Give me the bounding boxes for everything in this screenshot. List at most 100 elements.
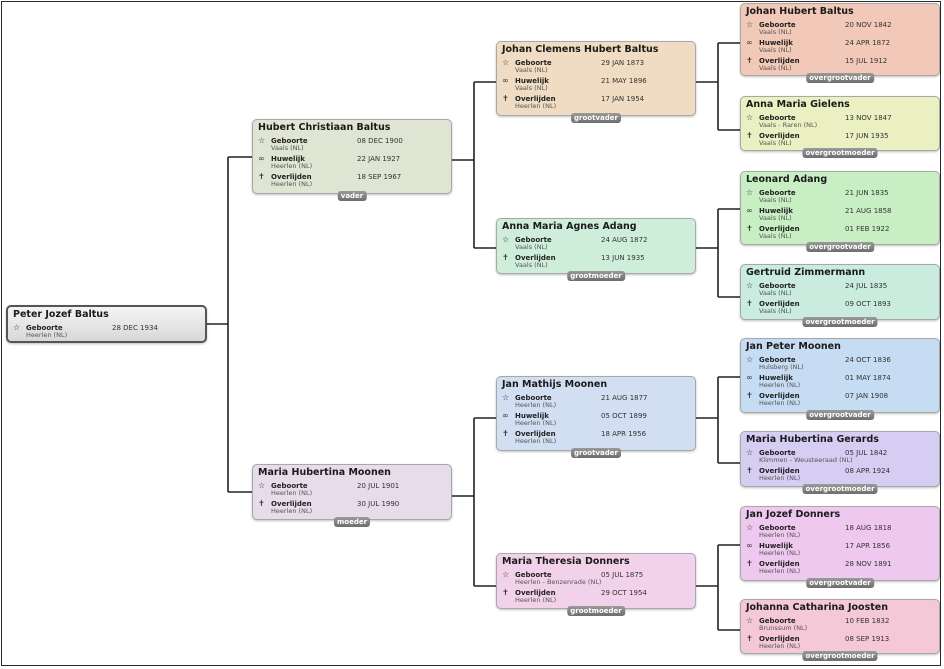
event-type: Overlijden [271, 500, 312, 508]
event-type: Geboorte [759, 449, 796, 457]
event-type: Overlijden [271, 173, 312, 181]
event-date: 18 APR 1956 [601, 430, 647, 438]
star-icon: ☆ [13, 323, 21, 332]
event-type: Geboorte [271, 137, 308, 145]
event-date: 20 JUL 1901 [357, 482, 400, 490]
role-badge: grootmoeder [567, 271, 625, 281]
event-date: 08 SEP 1913 [845, 635, 890, 643]
event-type: Geboorte [26, 324, 63, 332]
event-place: Heerlen (NL) [515, 596, 557, 604]
event-place: Heerlen (NL) [271, 180, 313, 188]
event-date: 21 MAY 1896 [601, 77, 647, 85]
event-date: 24 JUL 1835 [845, 282, 888, 290]
star-icon: ☆ [502, 570, 510, 579]
event-date: 28 NOV 1891 [845, 560, 892, 568]
event-type: Geboorte [759, 21, 796, 29]
star-icon: ☆ [502, 393, 510, 402]
event-place: Vaals (NL) [759, 307, 792, 315]
cross-icon: ✝ [746, 299, 753, 308]
event-place: Vaals (NL) [759, 64, 792, 72]
person-name: Gertruid Zimmermann [746, 267, 866, 278]
cross-icon: ✝ [746, 634, 753, 643]
event-date: 13 JUN 1935 [601, 254, 645, 262]
rings-icon: ∞ [746, 206, 753, 215]
role-badge: overgrootmoeder [802, 651, 878, 661]
event-place: Heerlen (NL) [759, 531, 801, 539]
event-place: Vaals (NL) [515, 84, 548, 92]
event-type: Geboorte [759, 282, 796, 290]
role-badge: overgrootvader [806, 578, 874, 588]
event-date: 05 JUL 1875 [601, 571, 644, 579]
cross-icon: ✝ [258, 499, 265, 508]
star-icon: ☆ [746, 448, 754, 457]
rings-icon: ∞ [502, 411, 509, 420]
event-place: Vaals (NL) [515, 66, 548, 74]
cross-icon: ✝ [502, 429, 509, 438]
event-place: Vaals (NL) [759, 232, 792, 240]
person-name: Johan Clemens Hubert Baltus [502, 44, 659, 55]
event-type: Geboorte [515, 394, 552, 402]
event-place: Vaals (NL) [759, 196, 792, 204]
event-date: 22 JAN 1927 [357, 155, 401, 163]
cross-icon: ✝ [746, 224, 753, 233]
event-type: Overlijden [759, 225, 800, 233]
event-place: Heerlen (NL) [271, 507, 313, 515]
event-type: Geboorte [759, 356, 796, 364]
event-type: Geboorte [759, 189, 796, 197]
person-name: Johan Hubert Baltus [746, 6, 854, 17]
event-place: Vaals (NL) [759, 289, 792, 297]
event-place: Vaals (NL) [759, 139, 792, 147]
event-type: Overlijden [515, 430, 556, 438]
star-icon: ☆ [746, 20, 754, 29]
event-place: Heerlen (NL) [515, 401, 557, 409]
event-type: Huwelijk [515, 412, 549, 420]
rings-icon: ∞ [746, 38, 753, 47]
event-type: Overlijden [759, 392, 800, 400]
event-type: Overlijden [759, 132, 800, 140]
event-place: Vaals (NL) [759, 46, 792, 54]
event-place: Heerlen (NL) [759, 642, 801, 650]
event-type: Geboorte [759, 524, 796, 532]
cross-icon: ✝ [746, 131, 753, 140]
person-name: Peter Jozef Baltus [13, 309, 109, 320]
event-place: Heerlen (NL) [26, 331, 68, 339]
event-place: Vaals - Raren (NL) [759, 121, 818, 129]
person-name: Jan Jozef Donners [746, 509, 841, 520]
star-icon: ☆ [746, 188, 754, 197]
event-date: 24 AUG 1872 [601, 236, 648, 244]
event-date: 29 OCT 1954 [601, 589, 647, 597]
